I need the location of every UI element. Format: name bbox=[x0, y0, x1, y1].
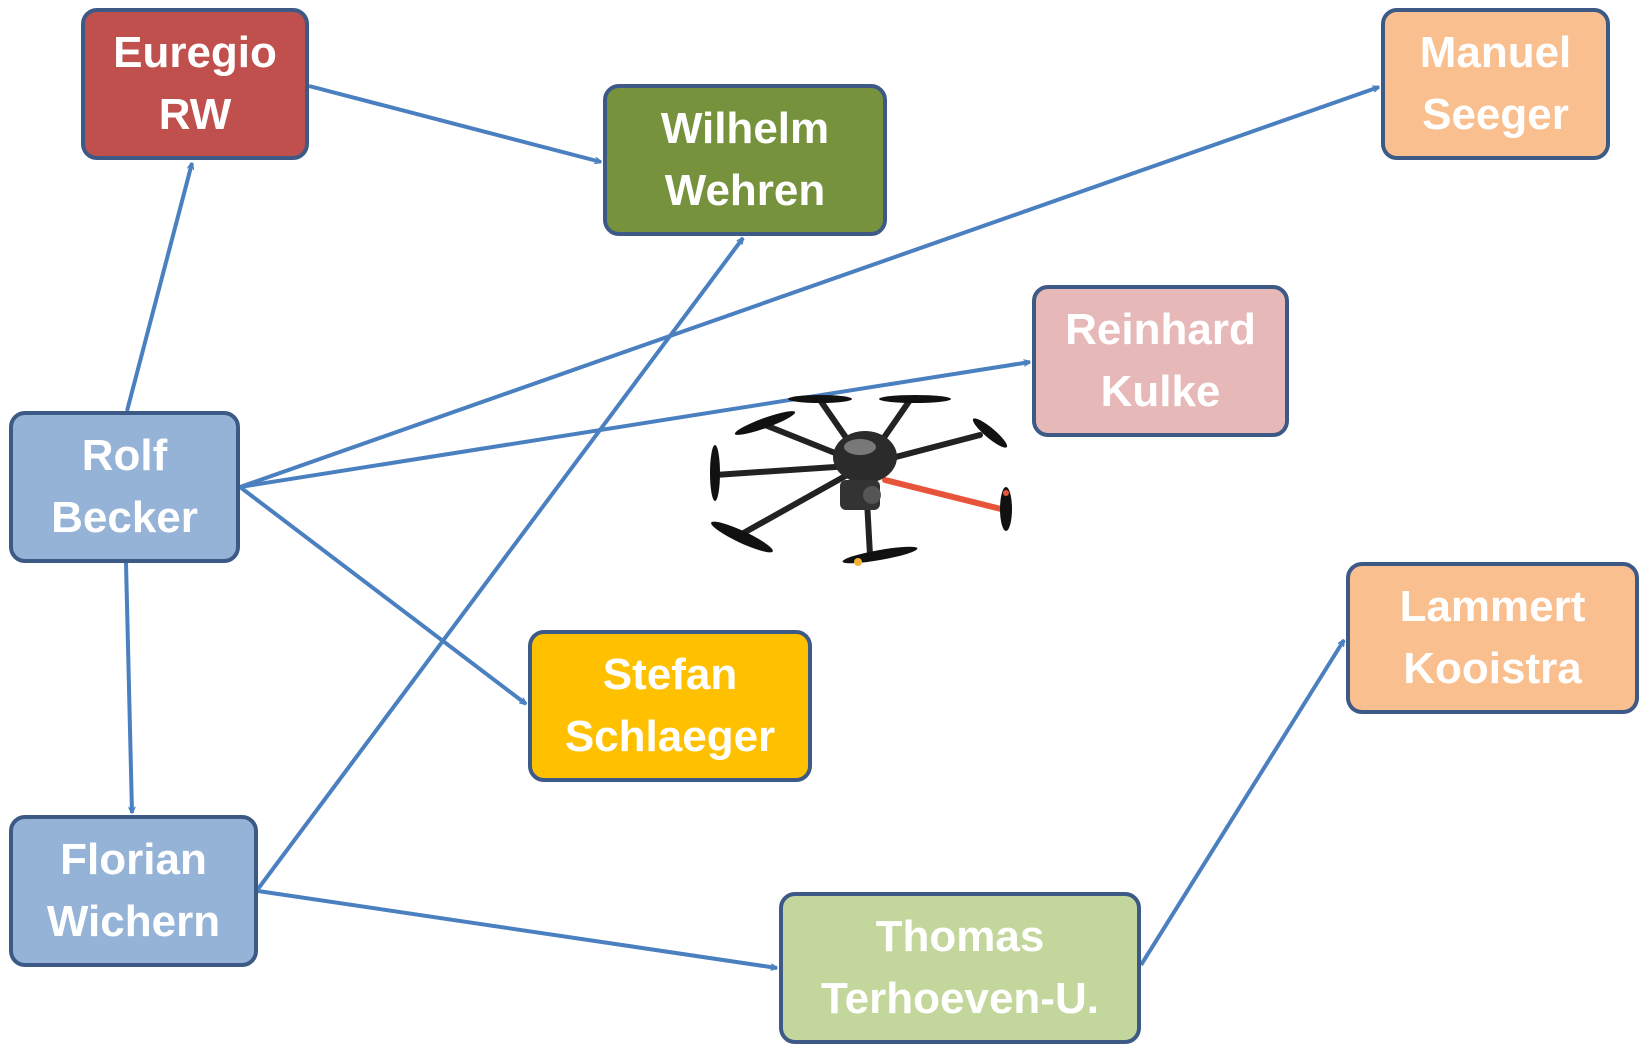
node-label-line1: Reinhard bbox=[1065, 305, 1256, 354]
arrow-euregio-to-wilhelm bbox=[308, 84, 601, 162]
node-lammert-kooistra: Lammert Kooistra bbox=[1346, 562, 1639, 714]
node-label-line2: Becker bbox=[51, 493, 198, 542]
arrow-rolf-to-stefan bbox=[238, 485, 526, 706]
node-label-line2: Schlaeger bbox=[564, 712, 776, 761]
arrow-rolf-to-reinhard bbox=[239, 362, 1030, 489]
node-label-line1: Stefan bbox=[602, 650, 738, 699]
arrow-florian-to-thomas bbox=[257, 889, 777, 968]
node-manuel-seeger: Manuel Seeger bbox=[1381, 8, 1610, 160]
node-label-line2: Kooistra bbox=[1403, 644, 1582, 693]
node-wilhelm-wehren: Wilhelm Wehren bbox=[603, 84, 887, 236]
drone-image bbox=[710, 395, 1012, 566]
node-label-line2: Wehren bbox=[664, 166, 826, 215]
node-label-line1: Euregio bbox=[113, 28, 277, 77]
node-label-line2: RW bbox=[158, 90, 232, 139]
node-label-line1: Florian bbox=[60, 835, 207, 884]
node-label-line1: Rolf bbox=[81, 431, 168, 480]
node-label-line1: Manuel bbox=[1419, 28, 1572, 77]
node-label-line1: Wilhelm bbox=[660, 104, 830, 153]
arrow-thomas-to-lammert bbox=[1139, 640, 1346, 967]
node-thomas-terhoeven: Thomas Terhoeven-U. bbox=[779, 892, 1141, 1044]
arrow-rolf-to-manuel bbox=[239, 85, 1379, 489]
node-stefan-schlaeger: Stefan Schlaeger bbox=[528, 630, 812, 782]
node-label-line1: Thomas bbox=[875, 912, 1045, 961]
arrow-florian-to-wilhelm bbox=[256, 238, 745, 891]
node-reinhard-kulke: Reinhard Kulke bbox=[1032, 285, 1289, 437]
node-florian-wichern: Florian Wichern bbox=[9, 815, 258, 967]
arrow-rolf-to-euregio bbox=[125, 163, 192, 412]
node-label-line2: Terhoeven-U. bbox=[821, 974, 1099, 1023]
node-label-line2: Seeger bbox=[1422, 90, 1569, 139]
node-label-line2: Kulke bbox=[1100, 367, 1221, 416]
node-label-line1: Lammert bbox=[1399, 582, 1586, 631]
node-euregio-rw: Euregio RW bbox=[81, 8, 309, 160]
arrow-rolf-to-florian bbox=[124, 562, 132, 813]
node-label-line2: Wichern bbox=[46, 897, 221, 946]
node-rolf-becker: Rolf Becker bbox=[9, 411, 240, 563]
